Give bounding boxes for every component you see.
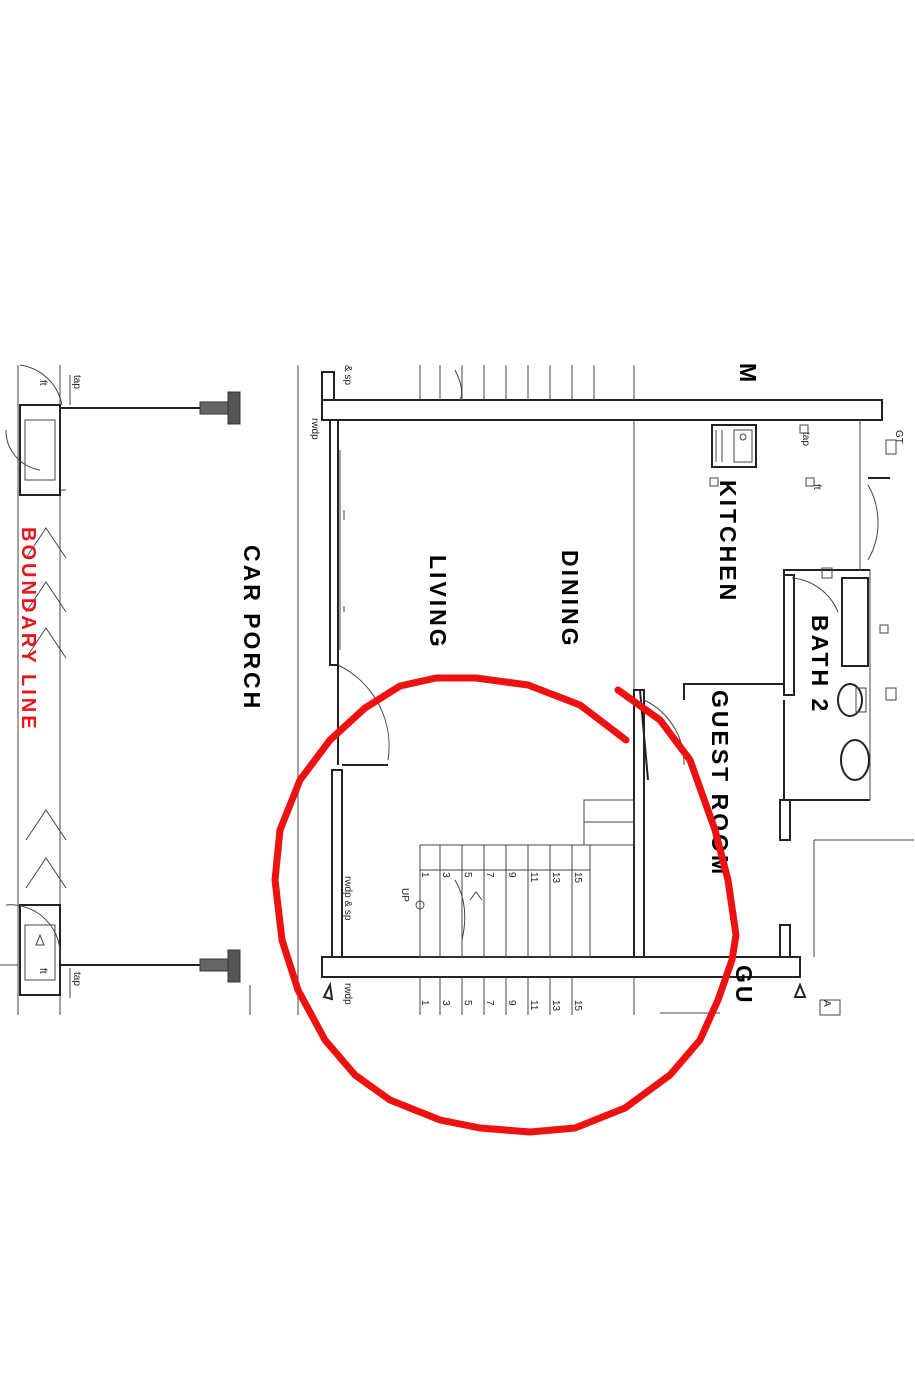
rwdp-label-bottom: rwdp [342,983,353,1005]
step-number: 3 [440,872,451,878]
gt-label: GT [893,430,904,444]
step-number: 5 [462,1000,473,1006]
kitchen-sink [711,424,757,468]
step-number: 9 [506,872,517,878]
upper-stairs-cut [419,365,595,401]
house-walls [321,365,914,978]
tap-label-bottom: tap [71,972,82,986]
room-label-bath2: BATH 2 [807,615,833,714]
stair-numbers-upper: 1 3 5 7 9 11 13 15 [419,872,583,884]
ft-label-bottom: ft [37,968,48,974]
step-number: 11 [528,872,539,883]
stair-numbers-lower: 1 3 5 7 9 11 13 15 [419,1000,583,1012]
bath-vanity [841,577,869,667]
boundary-strip [0,364,67,1015]
room-label-m-cut: M [735,363,761,385]
step-number: 13 [550,872,561,884]
ft-label-top: ft [37,380,48,386]
gate-pillar-top [19,404,61,496]
staircase [415,799,720,1015]
step-number: 15 [572,872,583,884]
step-number: 7 [484,1000,495,1006]
sp-label-top: & sp [342,365,353,385]
red-annotation-circle [271,674,740,1136]
room-label-living: LIVING [425,555,451,650]
step-number: 5 [462,872,473,878]
room-label-kitchen: KITCHEN [715,480,741,603]
step-number: 1 [419,872,430,878]
room-label-car-porch: CAR PORCH [239,545,265,711]
tap-label-kitchen: tap [800,432,811,446]
step-number: 11 [528,1000,539,1011]
step-number: 15 [572,1000,583,1012]
step-number: 9 [506,1000,517,1006]
ft-label-kitchen: ft [811,484,822,490]
toilet [837,683,863,717]
tap-label-top: tap [71,375,82,389]
step-number: 1 [419,1000,430,1006]
step-number: 7 [484,872,495,878]
rwdp-sp-label: rwdp & sp [342,876,353,921]
step-number: 13 [550,1000,561,1012]
boundary-line-label: BOUNDARY LINE [17,527,39,732]
step-number: 3 [440,1000,451,1006]
room-label-a-cut: A [821,1000,832,1007]
up-label: UP [399,888,410,902]
room-label-dining: DINING [557,550,583,649]
wash-basin [840,739,870,781]
gate-pillar-bottom [19,904,61,996]
rwdp-label-top: rwdp [309,418,320,440]
gate-connectors [60,391,241,983]
fixtures [35,424,897,1016]
room-label-guest-room-cut: GU [731,965,757,1006]
